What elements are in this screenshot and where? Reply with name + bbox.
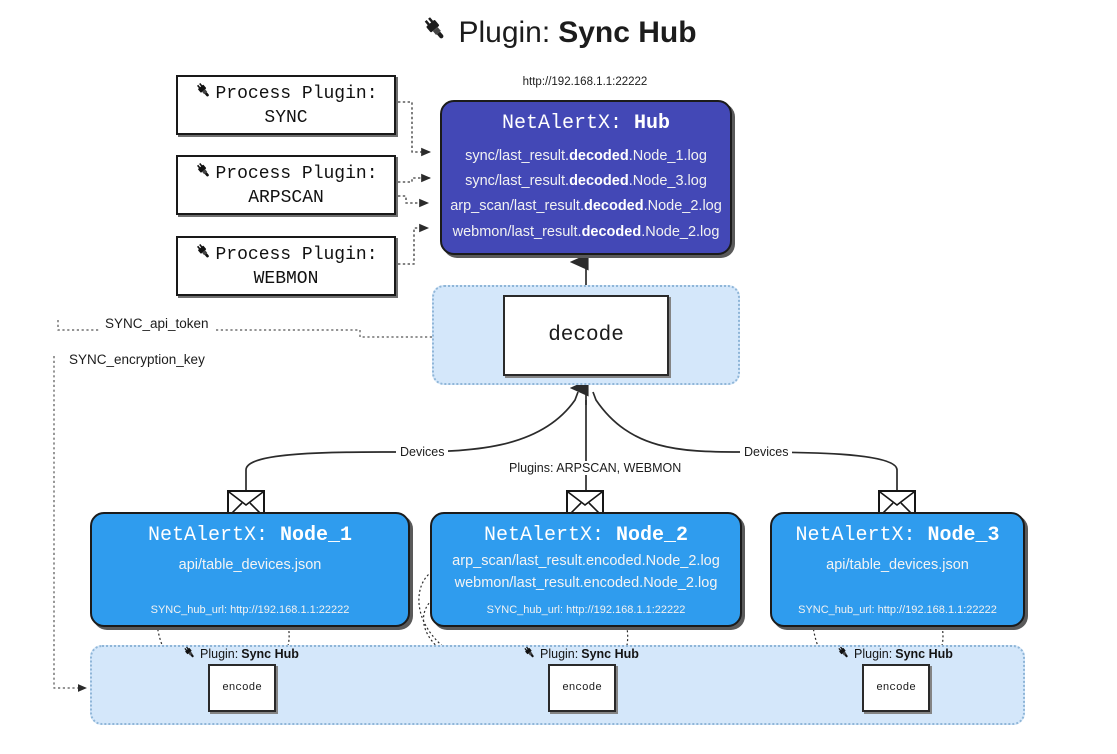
- hub-log-pre: webmon/last_result.: [452, 223, 582, 240]
- hub-log-post: .Node_1.log: [628, 148, 707, 164]
- node-hub-url-value: http://192.168.1.1:22222: [230, 604, 350, 616]
- process-plugin-label: Process Plugin:: [215, 163, 378, 184]
- node-title-name: Node_1: [280, 524, 353, 547]
- node-title: NetAlertX: Node_1: [148, 524, 352, 547]
- plug-icon: [182, 645, 197, 663]
- hub-title: NetAlertX: Hub: [502, 112, 670, 135]
- node-row: arp_scan/last_result.encoded.Node_2.log: [452, 553, 720, 569]
- encode-box[interactable]: encode: [862, 664, 930, 712]
- sync-encryption-key-label: SYNC_encryption_key: [64, 352, 210, 367]
- plug-icon: [836, 645, 851, 663]
- plug-icon: [194, 242, 213, 269]
- hub-node-box[interactable]: NetAlertX: Hub sync/last_result.decoded.…: [440, 100, 732, 255]
- node-row: api/table_devices.json: [178, 557, 322, 573]
- node-hub-url: SYNC_hub_url: http://192.168.1.1:22222: [772, 604, 1023, 616]
- node-row: api/table_devices.json: [826, 557, 969, 573]
- node-hub-url: SYNC_hub_url: http://192.168.1.1:22222: [92, 604, 408, 616]
- process-plugin-webmon-box[interactable]: Process Plugin: WEBMON: [176, 236, 396, 296]
- hub-log-mid: decoded: [581, 223, 642, 240]
- hub-log-row: webmon/last_result.decoded.Node_2.log: [453, 220, 720, 245]
- process-plugin-name: WEBMON: [253, 269, 319, 289]
- process-plugin-sync-box[interactable]: Process Plugin: SYNC: [176, 75, 396, 135]
- node-title: NetAlertX: Node_2: [484, 524, 688, 547]
- hub-url-label: http://192.168.1.1:22222: [522, 76, 648, 88]
- node-hub-url-value: http://192.168.1.1:22222: [877, 604, 997, 616]
- plug-icon: [522, 645, 537, 663]
- process-plugin-label: Process Plugin:: [215, 244, 378, 265]
- encoder-plugin-label: Plugin: Sync Hub: [836, 645, 953, 663]
- node-title: NetAlertX: Node_3: [795, 524, 999, 547]
- process-plugin-name: ARPSCAN: [248, 188, 324, 208]
- hub-log-mid: decoded: [569, 173, 629, 190]
- edge-label-plugins: Plugins: ARPSCAN, WEBMON: [505, 461, 686, 475]
- decode-box[interactable]: decode: [503, 295, 669, 376]
- encoder-plugin-name: Sync Hub: [581, 647, 639, 661]
- sync-api-token-label: SYNC_api_token: [100, 316, 214, 331]
- hub-log-pre: sync/last_result.: [465, 148, 570, 164]
- node-box-node-1[interactable]: NetAlertX: Node_1 api/table_devices.json…: [90, 512, 410, 627]
- node-title-prefix: NetAlertX:: [795, 524, 916, 547]
- plug-icon: [194, 81, 213, 108]
- encode-box[interactable]: encode: [548, 664, 616, 712]
- hub-log-row: sync/last_result.decoded.Node_1.log: [465, 144, 707, 169]
- page-title-prefix: Plugin:: [458, 16, 551, 49]
- node-title-prefix: NetAlertX:: [483, 524, 604, 547]
- hub-log-post: .Node_2.log: [641, 223, 720, 240]
- node-hub-url-label: SYNC_hub_url:: [798, 604, 875, 616]
- edge-label-devices-right: Devices: [740, 445, 793, 459]
- process-plugin-name: SYNC: [264, 108, 308, 128]
- node-title-prefix: NetAlertX:: [147, 524, 268, 547]
- hub-log-post: .Node_2.log: [643, 198, 722, 215]
- process-plugin-arpscan-box[interactable]: Process Plugin: ARPSCAN: [176, 155, 396, 215]
- hub-log-post: .Node_3.log: [628, 173, 707, 190]
- process-plugin-label: Process Plugin:: [215, 83, 378, 104]
- encode-box[interactable]: encode: [208, 664, 276, 712]
- page-title-name: Sync Hub: [558, 16, 697, 49]
- node-hub-url-label: SYNC_hub_url:: [150, 604, 228, 616]
- hub-log-row: arp_scan/last_result.decoded.Node_2.log: [450, 194, 722, 219]
- node-row: webmon/last_result.encoded.Node_2.log: [454, 575, 718, 591]
- hub-log-pre: sync/last_result.: [465, 173, 570, 190]
- page-title: Plugin: Sync Hub: [0, 14, 1117, 52]
- plug-icon: [194, 161, 213, 188]
- hub-log-mid: decoded: [569, 148, 629, 164]
- encoder-plugin-prefix: Plugin:: [540, 647, 579, 661]
- node-hub-url-value: http://192.168.1.1:22222: [566, 604, 686, 616]
- hub-log-row: sync/last_result.decoded.Node_3.log: [465, 169, 707, 194]
- node-title-name: Node_2: [616, 524, 689, 547]
- encoder-plugin-name: Sync Hub: [895, 647, 953, 661]
- hub-title-name: Hub: [634, 112, 671, 135]
- hub-log-mid: decoded: [583, 198, 644, 215]
- node-title-name: Node_3: [927, 524, 1000, 547]
- node-box-node-3[interactable]: NetAlertX: Node_3 api/table_devices.json…: [770, 512, 1025, 627]
- plug-icon: [420, 14, 450, 52]
- encoder-plugin-prefix: Plugin:: [200, 647, 239, 661]
- encoder-plugin-label: Plugin: Sync Hub: [522, 645, 639, 663]
- edge-label-devices-left: Devices: [396, 445, 449, 459]
- node-box-node-2[interactable]: NetAlertX: Node_2 arp_scan/last_result.e…: [430, 512, 742, 627]
- node-hub-url-label: SYNC_hub_url:: [486, 604, 564, 616]
- encoder-plugin-prefix: Plugin:: [854, 647, 893, 661]
- node-hub-url: SYNC_hub_url: http://192.168.1.1:22222: [432, 604, 740, 616]
- hub-title-prefix: NetAlertX:: [501, 112, 622, 135]
- encoder-plugin-label: Plugin: Sync Hub: [182, 645, 299, 663]
- encoder-plugin-name: Sync Hub: [241, 647, 299, 661]
- hub-log-pre: arp_scan/last_result.: [450, 198, 584, 215]
